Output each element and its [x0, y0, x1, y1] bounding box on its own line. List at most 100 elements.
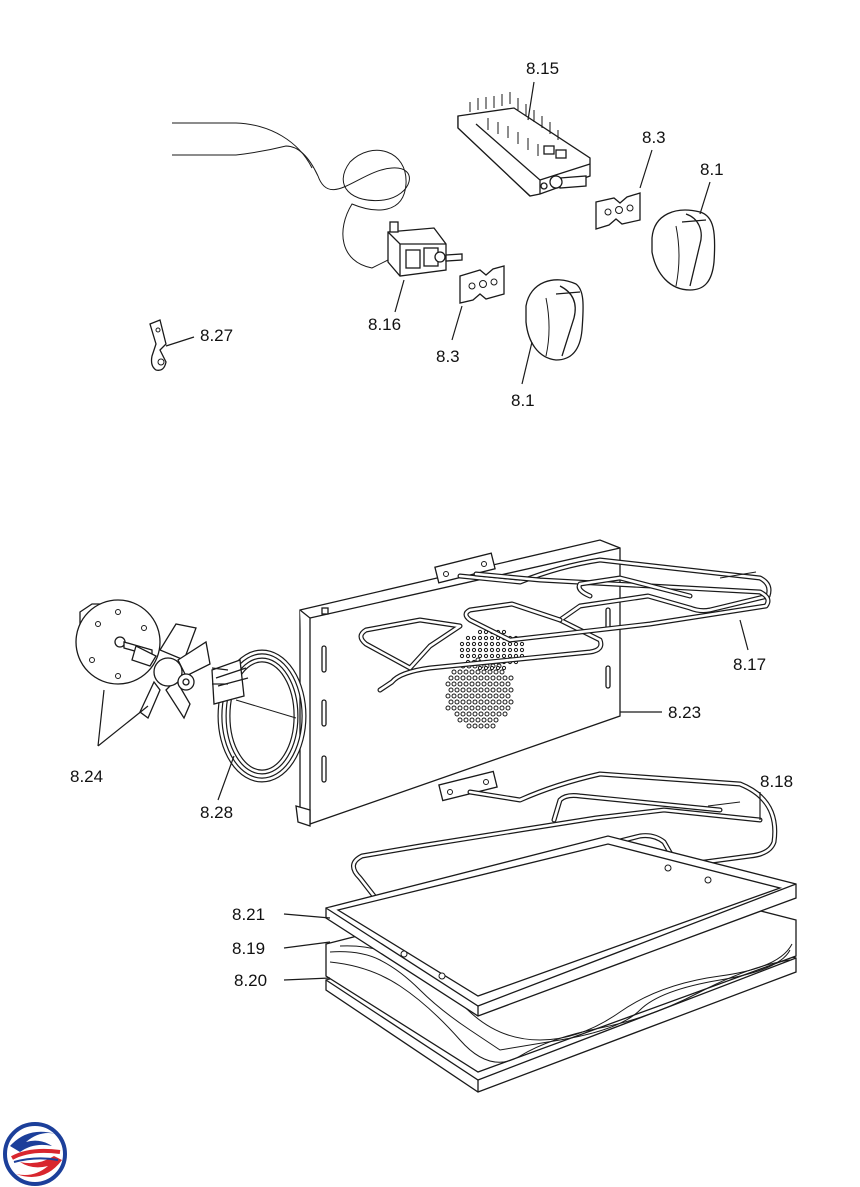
- vent-hole: [454, 687, 460, 693]
- vent-hole: [463, 681, 469, 687]
- vent-hole: [502, 711, 508, 717]
- vent-hole: [499, 681, 505, 687]
- vent-hole: [451, 669, 457, 675]
- vent-hole: [490, 687, 496, 693]
- vent-hole: [478, 699, 484, 705]
- bracket-8-27: [149, 319, 167, 371]
- label-8-18: 8.18: [760, 772, 793, 791]
- mounting-plate-8-3-bottom: [459, 265, 505, 304]
- vent-hole: [483, 647, 489, 653]
- vent-hole: [499, 669, 505, 675]
- vent-hole: [460, 711, 466, 717]
- label-8-16: 8.16: [368, 315, 401, 334]
- control-knob-8-1-top: [651, 209, 716, 291]
- vent-hole: [487, 681, 493, 687]
- vent-hole: [483, 653, 489, 659]
- vent-hole: [483, 641, 489, 647]
- fan-motor-8-24: [75, 599, 161, 685]
- vent-hole: [477, 635, 483, 641]
- vent-hole: [472, 723, 478, 729]
- vent-perforations: [445, 629, 525, 729]
- plate-stack: [325, 835, 797, 1093]
- label-8-19: 8.19: [232, 939, 265, 958]
- vent-hole: [469, 693, 475, 699]
- vent-hole: [501, 665, 507, 671]
- vent-hole: [469, 705, 475, 711]
- label-8-21: 8.21: [232, 905, 265, 924]
- vent-hole: [460, 675, 466, 681]
- vent-hole: [487, 717, 493, 723]
- vent-hole: [471, 653, 477, 659]
- vent-hole: [496, 675, 502, 681]
- vent-hole: [495, 653, 501, 659]
- vent-hole: [478, 675, 484, 681]
- vent-hole: [481, 705, 487, 711]
- grill-element-8-17: [358, 552, 772, 693]
- vent-hole: [505, 681, 511, 687]
- vent-hole: [465, 647, 471, 653]
- vent-hole: [487, 693, 493, 699]
- control-knob-8-1-bottom: [525, 279, 584, 361]
- vent-hole: [475, 717, 481, 723]
- vent-hole: [508, 687, 514, 693]
- vent-hole: [475, 681, 481, 687]
- vent-hole: [490, 711, 496, 717]
- vent-hole: [493, 705, 499, 711]
- vent-hole: [505, 705, 511, 711]
- vent-hole: [484, 687, 490, 693]
- swirl-logo-icon: [3, 1122, 67, 1186]
- vent-hole: [463, 693, 469, 699]
- vent-hole: [477, 641, 483, 647]
- vent-hole: [457, 717, 463, 723]
- vent-hole: [508, 675, 514, 681]
- vent-hole: [499, 693, 505, 699]
- vent-hole: [502, 699, 508, 705]
- vent-hole: [478, 687, 484, 693]
- vent-hole: [490, 723, 496, 729]
- vent-hole: [454, 675, 460, 681]
- vent-hole: [502, 687, 508, 693]
- vent-hole: [513, 647, 519, 653]
- vent-hole: [472, 711, 478, 717]
- label-8-3-top: 8.3: [642, 128, 666, 147]
- vent-hole: [466, 699, 472, 705]
- vent-hole: [445, 705, 451, 711]
- vent-hole: [448, 675, 454, 681]
- vent-hole: [519, 647, 525, 653]
- vent-hole: [483, 635, 489, 641]
- label-8-24: 8.24: [70, 767, 103, 786]
- label-8-1-top: 8.1: [700, 160, 724, 179]
- vent-hole: [513, 641, 519, 647]
- vent-hole: [465, 641, 471, 647]
- vent-hole: [501, 647, 507, 653]
- vent-hole: [481, 717, 487, 723]
- vent-hole: [495, 641, 501, 647]
- thermostat-8-16: [387, 221, 463, 277]
- vent-hole: [463, 669, 469, 675]
- vent-hole: [495, 665, 501, 671]
- vent-hole: [478, 723, 484, 729]
- vent-hole: [481, 669, 487, 675]
- vent-hole: [493, 693, 499, 699]
- vent-hole: [501, 641, 507, 647]
- vent-hole: [502, 675, 508, 681]
- vent-hole: [489, 635, 495, 641]
- vent-hole: [507, 653, 513, 659]
- mounting-plate-8-3-top: [595, 192, 641, 230]
- vent-hole: [507, 641, 513, 647]
- vent-hole: [448, 687, 454, 693]
- vent-hole: [471, 635, 477, 641]
- vent-hole: [477, 629, 483, 635]
- vent-hole: [457, 693, 463, 699]
- vent-hole: [471, 647, 477, 653]
- vent-hole: [501, 629, 507, 635]
- vent-hole: [481, 693, 487, 699]
- label-8-27: 8.27: [200, 326, 233, 345]
- vent-hole: [489, 653, 495, 659]
- vent-hole: [472, 675, 478, 681]
- vent-hole: [469, 717, 475, 723]
- vent-hole: [477, 653, 483, 659]
- leader-lines-bottom: [97, 619, 761, 981]
- label-8-23: 8.23: [668, 703, 701, 722]
